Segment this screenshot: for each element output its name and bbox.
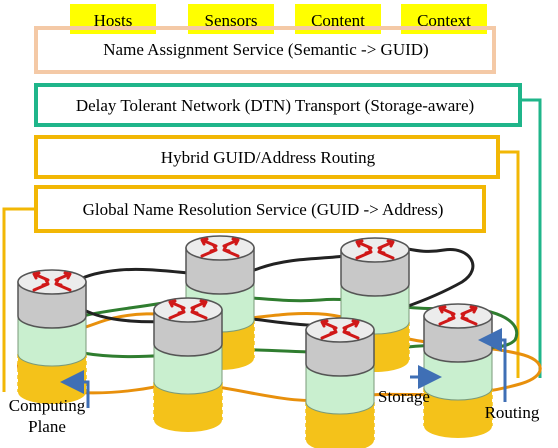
routing-plane-label: Routing bbox=[485, 403, 540, 422]
storage-plane-label: Storage bbox=[378, 387, 430, 406]
router-icon bbox=[168, 299, 208, 320]
router-icon bbox=[355, 239, 395, 260]
router-node-center-right bbox=[305, 317, 375, 448]
context-label: Context bbox=[417, 11, 471, 30]
dtn-label: Delay Tolerant Network (DTN) Transport (… bbox=[76, 96, 474, 115]
plane-arrows bbox=[60, 328, 507, 408]
sensors-label: Sensors bbox=[205, 11, 258, 30]
routing-arrow bbox=[478, 328, 507, 402]
gnrs-label: Global Name Resolution Service (GUID -> … bbox=[83, 200, 444, 219]
gnrs-connector-left bbox=[2, 207, 36, 392]
content-label: Content bbox=[311, 11, 365, 30]
router-icon bbox=[32, 271, 72, 292]
router-nodes bbox=[17, 235, 493, 448]
computing-plane-label-2: Plane bbox=[28, 417, 66, 436]
router-node-left bbox=[17, 269, 87, 404]
connector-lines bbox=[2, 98, 542, 392]
dtn-connector bbox=[520, 98, 542, 378]
router-icon bbox=[438, 305, 478, 326]
routing-connector bbox=[498, 150, 520, 378]
router-node-right bbox=[423, 303, 493, 438]
dtn-box bbox=[34, 83, 522, 127]
computing-plane-label-1: Computing bbox=[9, 396, 86, 415]
name-assignment-label: Name Assignment Service (Semantic -> GUI… bbox=[103, 40, 428, 59]
router-node-center-left bbox=[153, 297, 223, 432]
router-icon bbox=[320, 319, 360, 340]
routing-layer-box bbox=[34, 135, 500, 179]
computing-arrow bbox=[60, 370, 90, 408]
hosts-label: Hosts bbox=[94, 11, 133, 30]
router-icon bbox=[200, 237, 240, 258]
black-ring bbox=[65, 245, 475, 327]
name-assignment-box bbox=[34, 26, 496, 74]
routing-layer-label: Hybrid GUID/Address Routing bbox=[161, 148, 376, 167]
